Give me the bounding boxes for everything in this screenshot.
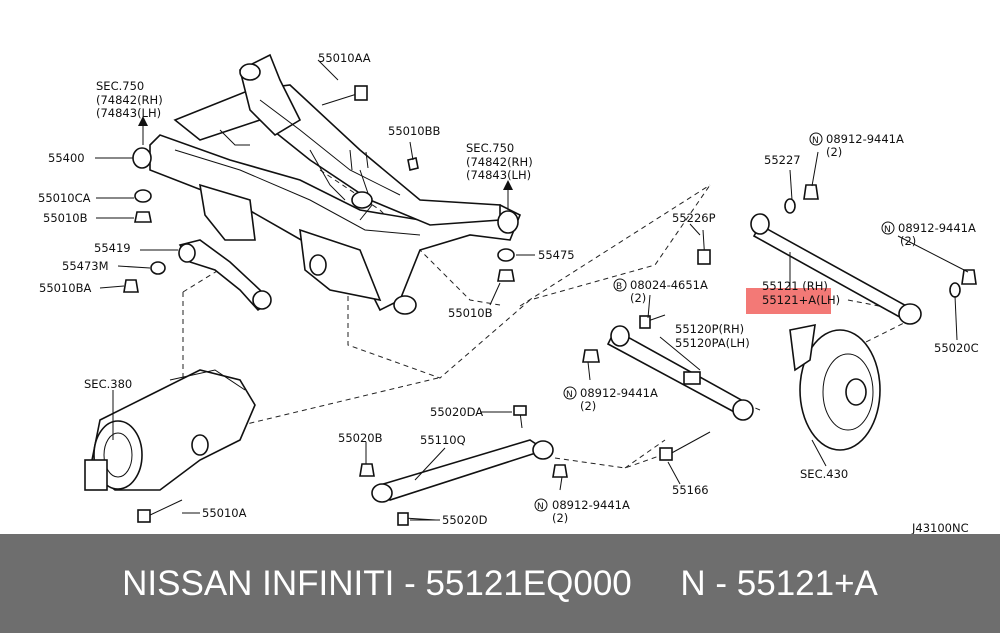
section-label: SEC.380 — [84, 377, 132, 391]
section-label: SEC.430 — [800, 467, 848, 481]
part-label: 55166 — [672, 483, 709, 497]
part-label: 55010BA — [39, 281, 91, 295]
part-label: 55020B — [338, 431, 383, 445]
part-label: (2) — [630, 291, 646, 305]
part-label: (2) — [580, 399, 596, 413]
part-label: (74842(RH) — [96, 93, 163, 107]
circled-marker-n: N — [812, 136, 819, 146]
part-label: 55020D — [442, 513, 488, 527]
part-label: 08024-4651A — [630, 278, 708, 292]
leader-lines — [95, 59, 969, 521]
part-label: 55010AA — [318, 51, 371, 65]
part-label: (2) — [900, 234, 916, 248]
diagram-code: J43100NC — [911, 521, 969, 534]
part-label: (2) — [552, 511, 568, 525]
hub-assembly — [659, 323, 881, 461]
part-label: 55010A — [202, 506, 247, 520]
part-label: 55400 — [48, 151, 85, 165]
rear-suspension-member — [132, 53, 522, 315]
differential-assembly — [84, 369, 256, 523]
up-arrows — [138, 116, 513, 210]
selected-part-highlight — [746, 288, 831, 314]
part-label: 08912-9441A — [898, 221, 976, 235]
part-label: 55475 — [538, 248, 575, 262]
part-label: 08912-9441A — [580, 386, 658, 400]
circled-marker-b: B — [616, 282, 622, 292]
part-label: 55010CA — [38, 191, 91, 205]
part-label: (2) — [826, 145, 842, 159]
circled-markers: N N B N N — [534, 132, 895, 512]
part-label: 55110Q — [420, 433, 466, 447]
part-label: 55010BB — [388, 124, 440, 138]
part-label: 55473M — [62, 259, 109, 273]
part-label: (74843(LH) — [96, 106, 161, 120]
section-label: SEC.750 — [466, 141, 514, 155]
section-label: SEC.750 — [96, 79, 144, 93]
part-label: (74842(RH) — [466, 155, 533, 169]
part-label: 55226P — [672, 211, 716, 225]
dashed-reference-lines — [179, 169, 911, 469]
part-label: 08912-9441A — [826, 132, 904, 146]
subframe-hardware — [134, 85, 515, 282]
part-label: 55121 (RH) — [762, 279, 828, 293]
part-label: 55010B — [448, 306, 493, 320]
arm-55120p — [582, 314, 754, 421]
diagram-canvas: N N B N N 55010AA SEC.750 (74842(RH) (74… — [38, 51, 979, 534]
link-55419 — [123, 239, 272, 312]
lower-arm-55110q — [359, 405, 568, 526]
part-label: 08912-9441A — [552, 498, 630, 512]
part-label: 55120PA(LH) — [675, 336, 750, 350]
part-label: 55020C — [934, 341, 979, 355]
link-55121 — [697, 184, 977, 325]
part-label: 55227 — [764, 153, 801, 167]
circled-marker-n: N — [537, 502, 544, 512]
circled-marker-n: N — [884, 225, 891, 235]
part-label: 55020DA — [430, 405, 483, 419]
part-label: (74843(LH) — [466, 168, 531, 182]
part-label: 55419 — [94, 241, 131, 255]
part-label: 55120P(RH) — [675, 322, 744, 336]
footer-part-title: NISSAN INFINITI - 55121EQ000 N - 55121+A — [122, 564, 878, 603]
part-labels: 55010AA SEC.750 (74842(RH) (74843(LH) 55… — [38, 51, 979, 534]
footer-banner: NISSAN INFINITI - 55121EQ000 N - 55121+A — [0, 534, 1000, 633]
circled-marker-n: N — [566, 390, 573, 400]
selected-part-label: 55121+A(LH) — [762, 293, 840, 307]
part-label: 55010B — [43, 211, 88, 225]
